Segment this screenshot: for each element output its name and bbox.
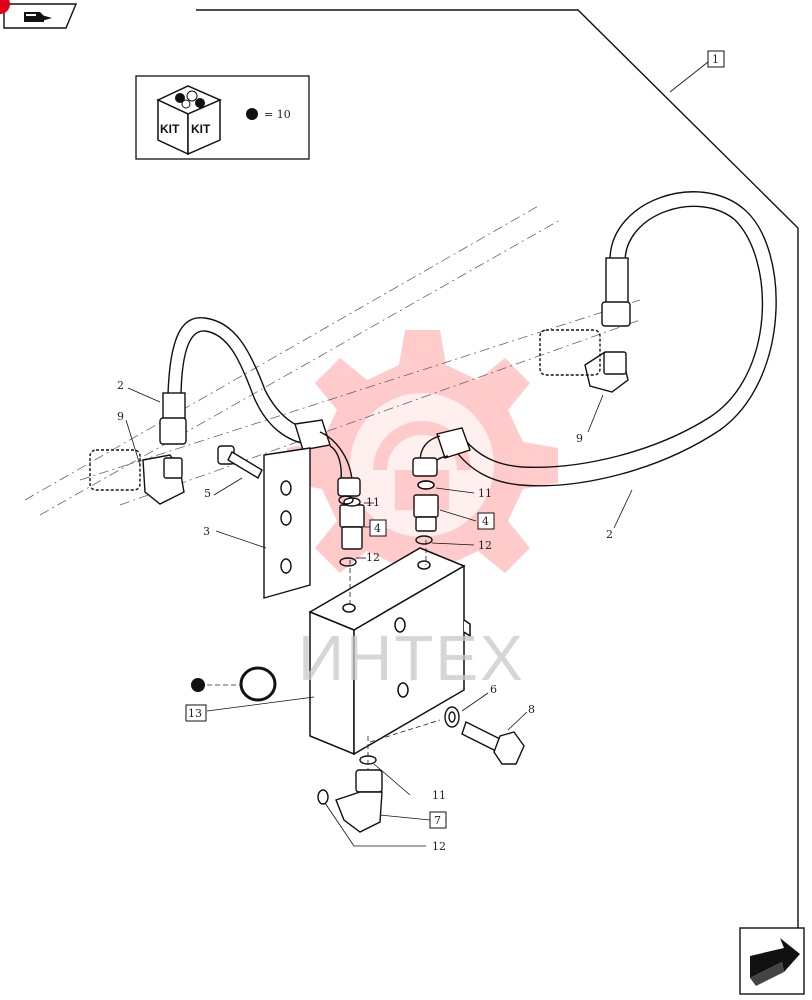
callout-4-right: 4	[482, 515, 489, 528]
valve-block[interactable]	[308, 547, 471, 756]
leader-lines	[125, 61, 709, 847]
callout-6: 6	[490, 683, 497, 696]
header-tab[interactable]	[3, 3, 78, 29]
kit-package-icon: KIT KIT	[156, 85, 222, 156]
bolt-5[interactable]	[217, 445, 263, 479]
callout-box-4b[interactable]	[477, 512, 495, 530]
kit-equation: = 10	[264, 108, 291, 121]
mounting-plate[interactable]	[263, 447, 311, 599]
callout-9-right: 9	[576, 432, 583, 445]
kit-dot-icon-2	[191, 678, 205, 692]
callout-11-c: 11	[432, 789, 446, 802]
o-ring-13[interactable]	[191, 666, 277, 702]
callout-2-left: 2	[117, 379, 124, 392]
book-arrow-icon	[24, 12, 52, 22]
kit-label-1: KIT	[160, 122, 180, 136]
callout-2-right: 2	[606, 528, 613, 541]
callout-7: 7	[434, 814, 441, 827]
right-hose[interactable]	[412, 191, 777, 487]
callout-12-b: 12	[478, 539, 492, 552]
callout-box-7[interactable]	[429, 811, 447, 829]
section-outline	[196, 9, 799, 990]
adapter-left[interactable]	[339, 497, 365, 550]
callout-8: 8	[528, 703, 535, 716]
watermark-text: ИНТЕХ	[298, 622, 525, 694]
frame-centerlines	[24, 204, 641, 516]
kit-dot-icon	[246, 108, 258, 120]
next-page-button[interactable]	[739, 927, 805, 995]
callout-box-4a[interactable]	[369, 519, 387, 537]
next-page-arrow-icon	[750, 938, 800, 986]
callout-5: 5	[204, 487, 211, 500]
corner-badge	[0, 0, 10, 14]
callout-11-a: 11	[366, 496, 380, 509]
left-elbow-fitting[interactable]	[89, 449, 185, 505]
left-hose[interactable]	[159, 316, 361, 497]
callout-12-c: 12	[432, 840, 446, 853]
callout-4-left: 4	[374, 522, 381, 535]
washer-6[interactable]	[444, 706, 460, 728]
callout-11-b: 11	[478, 487, 492, 500]
callout-12-a: 12	[366, 551, 380, 564]
callout-13: 13	[188, 707, 202, 720]
callout-9-left: 9	[117, 410, 124, 423]
lower-elbow-fitting[interactable]	[335, 769, 383, 833]
callout-box-13[interactable]	[185, 704, 207, 722]
callout-1: 1	[712, 53, 719, 66]
callout-box-1[interactable]	[707, 50, 725, 68]
assembly-lines	[207, 540, 441, 770]
right-elbow-fitting[interactable]	[539, 329, 629, 393]
bolt-8[interactable]	[461, 721, 525, 765]
kit-box: KIT KIT = 10	[135, 75, 310, 160]
callout-3: 3	[203, 525, 210, 538]
kit-label-2: KIT	[191, 122, 211, 136]
